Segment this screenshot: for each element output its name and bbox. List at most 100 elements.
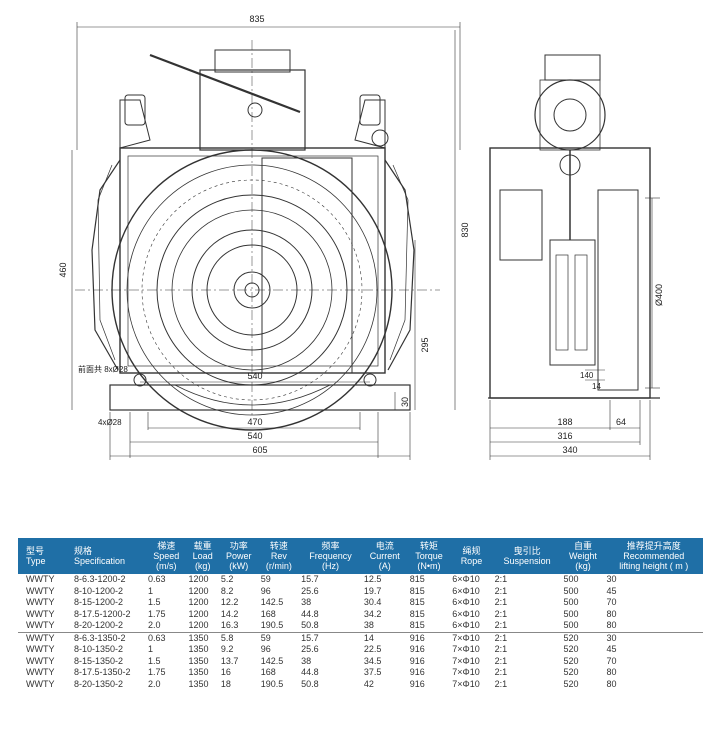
- table-cell: 7×Φ10: [452, 678, 480, 689]
- header-en: Power: [226, 551, 252, 561]
- header-en: Type: [26, 556, 46, 566]
- header-unit: (A): [378, 561, 391, 571]
- table-cell: 96: [260, 644, 271, 654]
- table-cell: WWTY: [26, 574, 55, 584]
- table-cell: 500: [563, 608, 579, 619]
- table-cell: 34.2: [363, 608, 382, 619]
- header-zh: 转矩: [419, 541, 438, 551]
- table-cell: 916: [407, 631, 451, 644]
- table-cell: 6×Φ10: [452, 620, 480, 630]
- table-cell: 520: [563, 678, 579, 689]
- table-cell: WWTY: [26, 608, 55, 619]
- table-cell: 70: [606, 597, 617, 607]
- table-cell: 70: [606, 655, 617, 666]
- table-cell: 1350: [188, 667, 209, 677]
- table-cell: 1200: [188, 608, 209, 619]
- header-en: Torque: [415, 551, 443, 561]
- table-cell: 500: [563, 585, 579, 596]
- dim-295: 295: [420, 337, 430, 352]
- table-cell: 80: [606, 620, 617, 630]
- table-cell: 5.8: [218, 631, 259, 644]
- table-cell: 12.5: [363, 574, 382, 584]
- table-cell: WWTY: [26, 597, 55, 607]
- table-cell: 1350: [188, 644, 209, 654]
- header-en: Rope: [460, 556, 483, 566]
- table-cell: WWTY: [18, 631, 72, 644]
- table-cell: 59: [260, 574, 271, 584]
- table-cell: 8-20-1350-2: [74, 678, 124, 689]
- table-cell: 815: [409, 620, 425, 630]
- table-cell: 815: [409, 608, 425, 619]
- table-cell: 1.75: [148, 608, 166, 619]
- table-cell: 1.5: [148, 655, 161, 666]
- header-unit: (kg): [575, 561, 591, 571]
- header-zh: 梯速: [157, 541, 176, 551]
- header-unit: (kW): [229, 561, 249, 571]
- table-cell: 1350: [188, 678, 209, 689]
- table-cell: 142.5: [260, 597, 284, 607]
- table-cell: 12.2: [220, 597, 239, 607]
- header-en: Load: [192, 551, 213, 561]
- table-cell: 2:1: [494, 655, 508, 666]
- header-zh: 型号: [26, 546, 45, 556]
- table-cell: 13.7: [220, 655, 239, 666]
- header-zh: 曳引比: [513, 546, 541, 556]
- dim-540-top: 540: [247, 371, 262, 381]
- table-cell: 80: [606, 608, 617, 619]
- dim-540: 540: [247, 431, 262, 441]
- header-en: Suspension: [503, 556, 551, 566]
- table-cell: 1200: [188, 597, 209, 607]
- table-cell: 2:1: [494, 574, 508, 584]
- table-cell: 14.2: [220, 608, 239, 619]
- header-en: Specification: [74, 556, 126, 566]
- table-cell: 8-17.5-1350-2: [74, 667, 131, 677]
- table-cell: 815: [409, 585, 425, 596]
- table-cell: 190.5: [260, 620, 284, 630]
- table-cell: 1.75: [148, 667, 166, 677]
- table-cell: 520: [563, 655, 579, 666]
- header-zh: 规格: [74, 546, 93, 556]
- header-en: Weight: [569, 551, 597, 561]
- table-cell: 1: [148, 585, 154, 596]
- table-cell: 815: [409, 597, 425, 607]
- table-cell: 37.5: [363, 667, 382, 677]
- table-cell: 9.2: [220, 644, 234, 654]
- table-cell: 520: [563, 644, 579, 654]
- table-cell: 916: [409, 644, 425, 654]
- header-en: Current: [369, 551, 400, 561]
- dim-dia-400: Ø400: [654, 284, 664, 306]
- table-cell: 8-15-1350-2: [74, 655, 124, 666]
- table-cell: 8.2: [220, 585, 234, 596]
- dim-140: 140: [580, 371, 594, 380]
- table-cell: 30: [604, 631, 703, 644]
- table-cell: 1350: [188, 655, 209, 666]
- table-cell: 30.4: [363, 597, 382, 607]
- table-cell: 500: [563, 620, 579, 630]
- header-en: Frequency: [309, 551, 352, 561]
- table-cell: 50.8: [301, 620, 319, 630]
- table-cell: 1.5: [148, 597, 161, 607]
- table-cell: 16: [220, 667, 231, 677]
- dim-460: 460: [58, 262, 68, 277]
- table-cell: 2:1: [494, 597, 508, 607]
- table-cell: 38: [301, 597, 312, 607]
- table-cell: 7×Φ10: [450, 631, 493, 644]
- table-cell: 168: [260, 667, 276, 677]
- table-cell: 8-20-1200-2: [74, 620, 124, 630]
- table-cell: 25.6: [301, 644, 319, 654]
- table-cell: 520: [563, 667, 579, 677]
- dim-188: 188: [557, 417, 572, 427]
